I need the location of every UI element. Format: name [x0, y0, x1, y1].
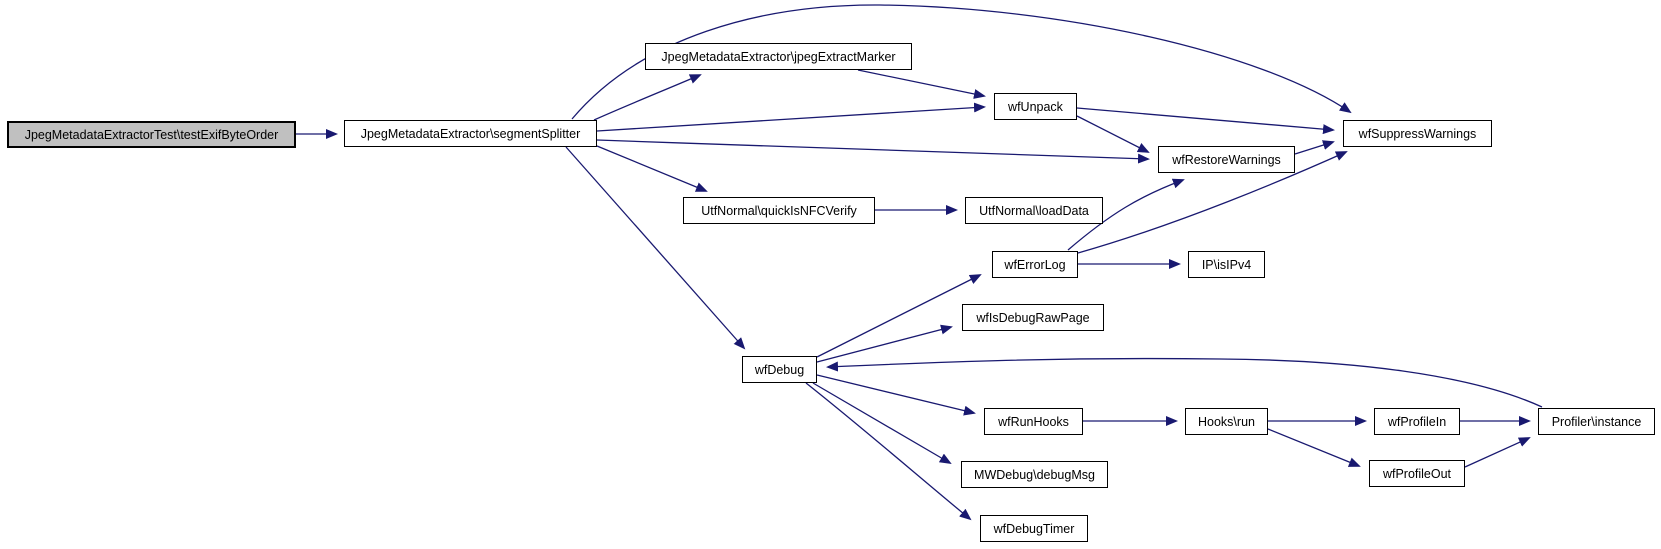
- node-testExifByteOrder[interactable]: JpegMetadataExtractorTest\testExifByteOr…: [7, 121, 296, 148]
- node-isIPv4[interactable]: IP\isIPv4: [1188, 251, 1265, 278]
- edge-jpegExtractMarker-wfUnpack: [857, 69, 986, 99]
- node-quickIsNFCVerify[interactable]: UtfNormal\quickIsNFCVerify: [683, 197, 875, 224]
- node-wfRunHooks[interactable]: wfRunHooks: [984, 408, 1083, 435]
- edge-wfProfileOut-profilerInstance: [1464, 437, 1531, 468]
- edge-wfErrorLog-wfRestoreWarnings: [1067, 178, 1185, 251]
- edge-segmentSplitter-jpegExtractMarker: [593, 74, 702, 121]
- node-wfProfileOut[interactable]: wfProfileOut: [1369, 460, 1465, 487]
- node-wfRestoreWarnings[interactable]: wfRestoreWarnings: [1158, 146, 1295, 173]
- edge-segmentSplitter-quickIsNFCVerify: [596, 145, 708, 192]
- node-wfSuppressWarnings[interactable]: wfSuppressWarnings: [1343, 120, 1492, 147]
- edge-wfDebug-wfRunHooks: [816, 374, 976, 416]
- edge-wfUnpack-wfSuppressWarnings: [1076, 107, 1335, 135]
- edge-segmentSplitter-wfRestoreWarnings: [596, 139, 1150, 164]
- edge-wfDebug-wfIsDebugRawPage: [816, 324, 953, 363]
- edge-segmentSplitter-wfUnpack: [596, 102, 986, 132]
- edge-segmentSplitter-wfDebug: [565, 146, 746, 350]
- node-segmentSplitter[interactable]: JpegMetadataExtractor\segmentSplitter: [344, 120, 597, 147]
- node-wfIsDebugRawPage[interactable]: wfIsDebugRawPage: [962, 304, 1104, 331]
- node-wfDebug[interactable]: wfDebug: [742, 356, 817, 383]
- edge-wfDebug-wfErrorLog: [816, 274, 982, 358]
- edge-wfDebug-debugMsg: [812, 382, 952, 465]
- node-loadData[interactable]: UtfNormal\loadData: [965, 197, 1103, 224]
- node-hooksRun[interactable]: Hooks\run: [1185, 408, 1268, 435]
- node-debugMsg[interactable]: MWDebug\debugMsg: [961, 461, 1108, 488]
- node-wfDebugTimer[interactable]: wfDebugTimer: [980, 515, 1088, 542]
- edge-wfUnpack-wfRestoreWarnings: [1076, 115, 1150, 153]
- node-profilerInstance[interactable]: Profiler\instance: [1538, 408, 1655, 435]
- edge-wfErrorLog-wfSuppressWarnings: [1077, 151, 1348, 254]
- node-wfProfileIn[interactable]: wfProfileIn: [1374, 408, 1460, 435]
- edge-profilerInstance-wfDebug: [826, 357, 1543, 408]
- edge-wfRestoreWarnings-wfSuppressWarnings: [1294, 140, 1335, 155]
- edge-hooksRun-wfProfileOut: [1267, 428, 1361, 467]
- edge-wfDebug-wfDebugTimer: [805, 382, 972, 521]
- node-wfUnpack[interactable]: wfUnpack: [994, 93, 1077, 120]
- node-jpegExtractMarker[interactable]: JpegMetadataExtractor\jpegExtractMarker: [645, 43, 912, 70]
- node-wfErrorLog[interactable]: wfErrorLog: [992, 251, 1078, 278]
